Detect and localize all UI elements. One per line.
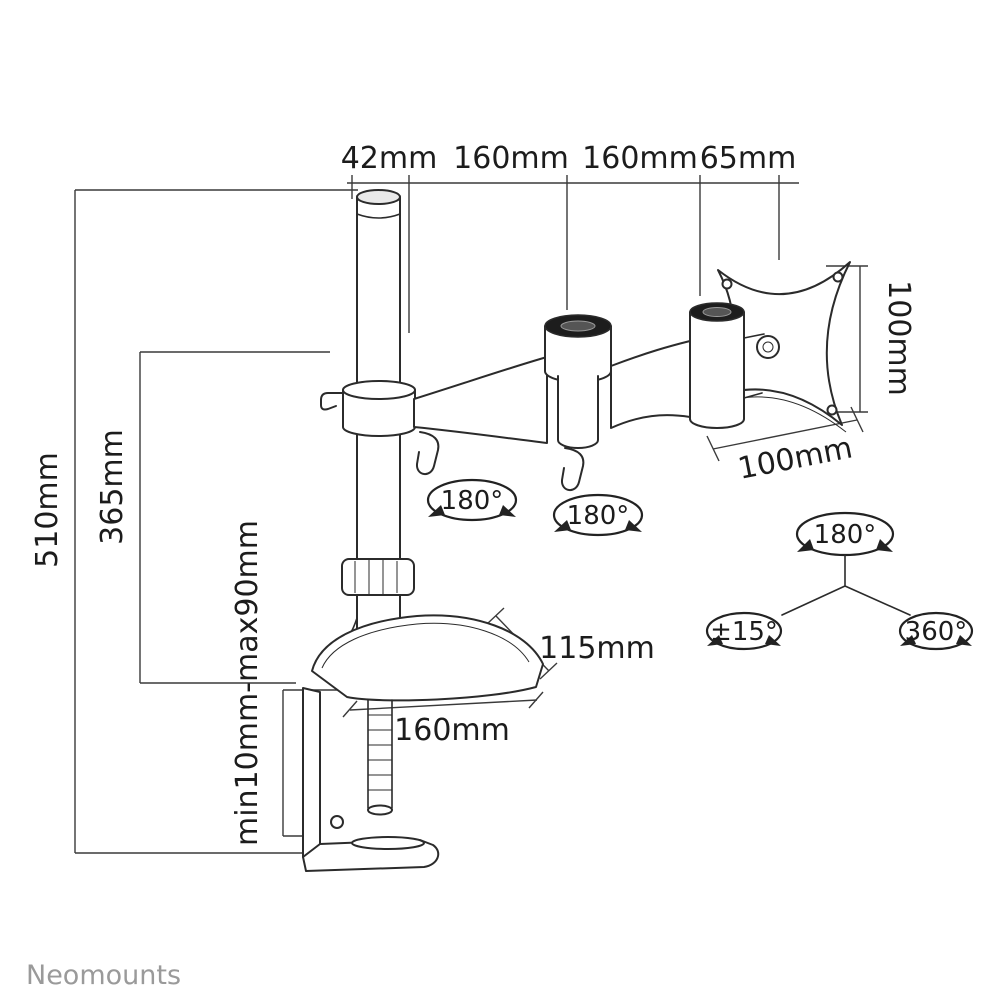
desk-clamp xyxy=(302,687,440,872)
cable-hook-1 xyxy=(416,431,440,475)
vesa-height-label: 100mm xyxy=(881,280,916,396)
rotation-angle-label: 360° xyxy=(905,617,968,647)
desk-foot xyxy=(311,614,544,702)
angle-labels: 180° 180° 180° ±15° 360° xyxy=(441,486,968,647)
arm-joint-1 xyxy=(544,314,612,449)
head-swivel-label: 180° xyxy=(814,520,877,550)
vesa-hole-bottom-right xyxy=(826,404,838,416)
clamp-range-label: min10mm-max90mm xyxy=(230,520,265,846)
cable-hook-2 xyxy=(561,447,585,491)
pole-height-label: 365mm xyxy=(95,429,130,545)
arm-segment-1 xyxy=(413,356,548,444)
head-offset-label: 65mm xyxy=(700,141,797,176)
arm1-length-label: 160mm xyxy=(453,141,569,176)
dimension-lines-left xyxy=(74,189,358,854)
height-adjust-ring xyxy=(341,558,415,596)
vesa-center-boss xyxy=(756,335,780,359)
clamp-knob xyxy=(330,815,344,829)
angle-indicator-arm1 xyxy=(426,478,518,522)
vesa-hole-top-right xyxy=(832,271,844,283)
arm2-length-label: 160mm xyxy=(582,141,698,176)
pole-diameter-label: 42mm xyxy=(341,141,438,176)
dimension-lines-top xyxy=(347,175,799,333)
foot-width-label: 160mm xyxy=(394,713,510,748)
vesa-hole-top-left xyxy=(721,278,733,290)
brand-logo-text: Neomounts xyxy=(26,960,181,991)
angle-connector-lines xyxy=(781,554,911,616)
arm1-swivel-label: 180° xyxy=(441,486,504,516)
collar-hook-tab xyxy=(320,392,344,411)
arm2-swivel-label: 180° xyxy=(567,501,630,531)
foot-depth-label: 115mm xyxy=(539,631,655,666)
head-joint xyxy=(689,302,765,429)
arm-segment-2 xyxy=(610,340,691,429)
angle-indicator-arm2 xyxy=(552,493,644,537)
tilt-angle-label: ±15° xyxy=(710,617,778,647)
angle-indicator-head xyxy=(781,511,911,616)
angle-indicator-tilt xyxy=(705,611,783,651)
total-height-label: 510mm xyxy=(30,452,65,568)
angle-indicator-rotation xyxy=(898,611,974,651)
vesa-width-label: 100mm xyxy=(735,430,855,486)
pole-collar xyxy=(320,380,416,437)
